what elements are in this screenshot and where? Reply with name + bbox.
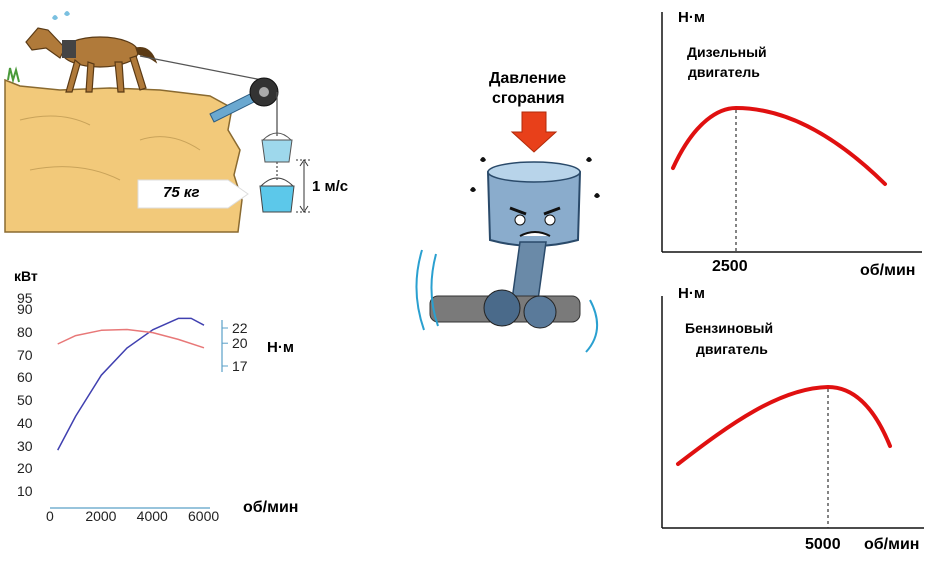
power-y-tick: 95 bbox=[17, 290, 33, 306]
power-right-tick: 17 bbox=[232, 358, 248, 374]
power-right-tick: 22 bbox=[232, 320, 248, 336]
diesel-title-line2: двигатель bbox=[688, 64, 760, 80]
power-x-unit: об/мин bbox=[243, 499, 299, 516]
power-x-tick: 2000 bbox=[85, 508, 117, 524]
petrol-x-unit: об/мин bbox=[864, 536, 920, 553]
petrol-peak-label: 5000 bbox=[805, 536, 841, 553]
connecting-rod bbox=[511, 241, 547, 301]
power-y-tick: 20 bbox=[17, 460, 33, 477]
pressure-arrow-icon bbox=[510, 111, 558, 153]
power-y-tick: 80 bbox=[17, 324, 33, 341]
diesel-y-unit: Н·м bbox=[678, 9, 705, 26]
piston-illustration bbox=[415, 111, 600, 353]
diesel-title-line1: Дизельный bbox=[687, 44, 767, 60]
petrol-title-line1: Бензиновый bbox=[685, 320, 774, 336]
diesel-torque-curve bbox=[671, 105, 887, 186]
power-x-tick: 0 bbox=[46, 508, 54, 524]
petrol-y-unit: Н·м bbox=[678, 285, 705, 302]
cliff bbox=[4, 78, 243, 233]
diesel-chart: Н·м Дизельный двигатель 2500 об/мин bbox=[640, 0, 932, 282]
horse-panel: 75 кг 1 м/с bbox=[0, 0, 400, 240]
mass-label: 75 кг bbox=[163, 184, 200, 201]
harness bbox=[62, 40, 76, 58]
petrol-title-line2: двигатель bbox=[696, 341, 768, 357]
diesel-x-unit: об/мин bbox=[860, 262, 916, 279]
power-x-tick: 6000 bbox=[188, 508, 220, 524]
mass-tag bbox=[137, 179, 249, 209]
power-y-unit: кВт bbox=[14, 268, 38, 284]
power-chart-plot bbox=[50, 317, 228, 509]
power-y-tick: 40 bbox=[17, 414, 33, 431]
power-y-tick: 50 bbox=[17, 392, 33, 409]
horse bbox=[25, 27, 158, 93]
pressure-label-line1: Давление bbox=[489, 70, 567, 87]
horse-illustration bbox=[4, 11, 312, 233]
speed-label: 1 м/с bbox=[312, 178, 349, 195]
diesel-chart-plot bbox=[661, 12, 922, 253]
power-y-tick: 90 bbox=[17, 301, 33, 318]
power-series-line bbox=[57, 317, 205, 451]
petrol-chart-plot bbox=[661, 296, 924, 529]
power-y-tick: 10 bbox=[17, 483, 33, 499]
power-y-tick: 60 bbox=[17, 369, 33, 386]
torque-series-line bbox=[57, 328, 205, 349]
power-y-tick: 70 bbox=[17, 346, 33, 363]
bucket-lower bbox=[259, 185, 295, 213]
power-y-tick: 30 bbox=[17, 437, 33, 454]
power-right-tick: 20 bbox=[232, 335, 248, 352]
pressure-label-line2: сгорания bbox=[492, 90, 565, 107]
piston-panel: Давление сгорания bbox=[410, 60, 630, 360]
diesel-peak-label: 2500 bbox=[712, 258, 748, 275]
petrol-chart: Н·м Бензиновый двигатель 5000 об/мин bbox=[640, 284, 932, 562]
power-x-tick: 4000 bbox=[136, 508, 168, 524]
bucket-upper bbox=[261, 139, 293, 163]
petrol-torque-curve bbox=[676, 384, 892, 466]
power-right-unit: Н·м bbox=[267, 339, 294, 356]
